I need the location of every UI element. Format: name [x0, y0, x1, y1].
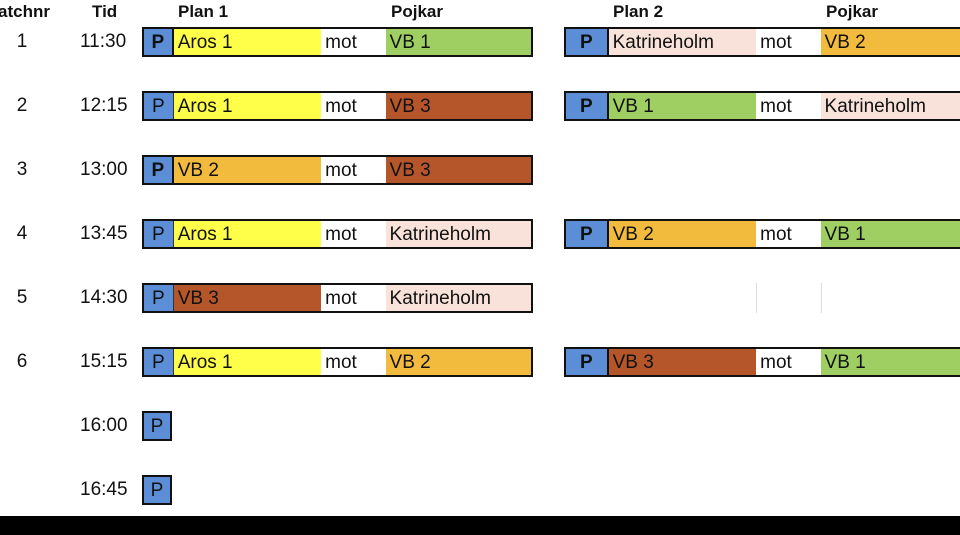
p-marker: P [566, 221, 609, 247]
vs-label: mot [756, 93, 821, 119]
header-pojkar-1: Pojkar [391, 2, 443, 21]
vs-label: mot [321, 93, 386, 119]
home-team: VB 3 [173, 285, 322, 311]
match-time: 14:30 [80, 287, 128, 308]
vs-label: mot [321, 29, 386, 55]
bottom-black-band [0, 516, 960, 535]
away-team: Katrineholm [385, 221, 531, 247]
match-number: 2 [16, 95, 28, 116]
away-team: VB 1 [385, 29, 531, 55]
header-plan1: Plan 1 [178, 2, 229, 21]
plan1-match-cell[interactable]: P [142, 411, 172, 441]
away-team: VB 3 [385, 93, 531, 119]
match-number: 1 [16, 31, 28, 52]
match-time: 13:45 [80, 223, 128, 244]
p-marker: P [144, 157, 174, 183]
match-time: 16:45 [80, 479, 128, 500]
plan1-match-cell[interactable]: P [142, 475, 172, 505]
vs-label: mot [756, 221, 821, 247]
p-marker: P [144, 477, 170, 503]
p-marker: P [566, 29, 609, 55]
p-marker: P [144, 93, 174, 119]
header-matchnr: atchnr [0, 2, 50, 21]
match-number: 5 [16, 287, 28, 308]
away-team: VB 1 [820, 221, 960, 247]
home-team: Aros 1 [173, 349, 322, 375]
match-time: 13:00 [80, 159, 128, 180]
match-time: 11:30 [80, 31, 127, 52]
away-team: VB 3 [385, 157, 531, 183]
match-time: 12:15 [80, 95, 128, 116]
away-team: VB 2 [820, 29, 960, 55]
vs-label: mot [321, 349, 386, 375]
away-team: Katrineholm [385, 285, 531, 311]
header-tid: Tid [92, 2, 118, 21]
p-marker: P [144, 285, 174, 311]
away-team: VB 2 [385, 349, 531, 375]
match-number: 4 [16, 223, 28, 244]
vs-label: mot [321, 285, 386, 311]
home-team: VB 3 [608, 349, 757, 375]
home-team: Aros 1 [173, 29, 322, 55]
away-team: Katrineholm [820, 93, 960, 119]
vs-label: mot [756, 349, 821, 375]
p-marker: P [566, 349, 609, 375]
away-team: VB 1 [820, 349, 960, 375]
vs-label: mot [321, 157, 386, 183]
match-time: 15:15 [80, 351, 128, 372]
vs-label: mot [321, 221, 386, 247]
p-marker: P [144, 349, 174, 375]
home-team: VB 1 [608, 93, 757, 119]
match-number: 6 [16, 351, 28, 372]
match-number: 3 [16, 159, 28, 180]
p-marker: P [144, 413, 170, 439]
match-time: 16:00 [80, 415, 128, 436]
header-pojkar-2: Pojkar [826, 2, 878, 21]
home-team: Aros 1 [173, 221, 322, 247]
p-marker: P [566, 93, 609, 119]
p-marker: P [144, 221, 174, 247]
vs-label: mot [756, 29, 821, 55]
home-team: VB 2 [608, 221, 757, 247]
p-marker: P [144, 29, 174, 55]
gridline [821, 283, 822, 313]
home-team: Aros 1 [173, 93, 322, 119]
home-team: Katrineholm [608, 29, 757, 55]
home-team: VB 2 [173, 157, 322, 183]
header-plan2: Plan 2 [613, 2, 664, 21]
gridline [756, 283, 757, 313]
